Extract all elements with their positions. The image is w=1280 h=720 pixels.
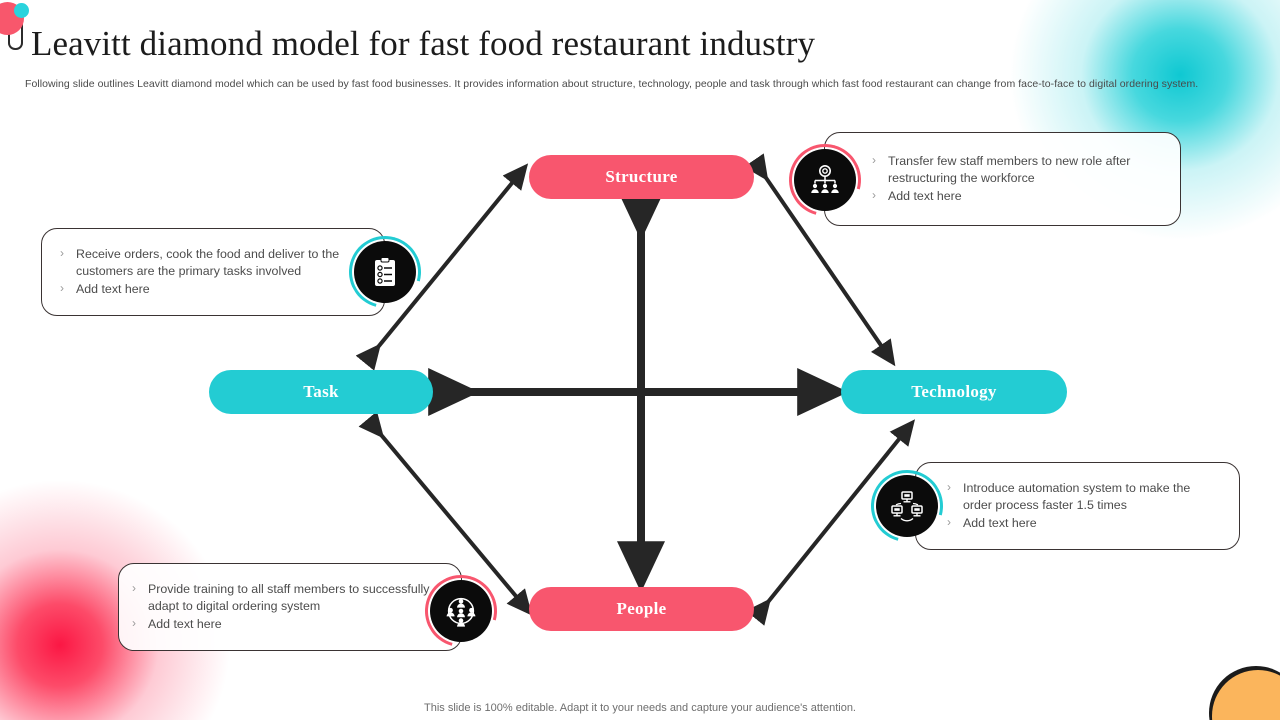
chevron-right-icon: › — [132, 581, 136, 596]
list-item: › Add text here — [132, 616, 442, 633]
computer-network-icon — [876, 475, 938, 537]
chevron-right-icon: › — [60, 281, 64, 296]
callout-text: Add text here — [148, 617, 222, 632]
chevron-right-icon: › — [872, 188, 876, 203]
node-structure[interactable]: Structure — [529, 155, 754, 199]
node-task[interactable]: Task — [209, 370, 433, 414]
chevron-right-icon: › — [60, 246, 64, 261]
list-item: › Introduce automation system to make th… — [947, 480, 1222, 513]
chevron-right-icon: › — [872, 153, 876, 168]
callout-text: Add text here — [963, 516, 1037, 531]
footer-note: This slide is 100% editable. Adapt it to… — [424, 702, 856, 714]
list-item: › Add text here — [872, 188, 1164, 205]
callout-text: Introduce automation system to make the … — [963, 481, 1191, 512]
callout-text: Transfer few staff members to new role a… — [888, 154, 1131, 185]
node-structure-label: Structure — [605, 167, 678, 186]
node-task-label: Task — [303, 382, 339, 401]
org-chart-icon — [794, 149, 856, 211]
team-circle-icon — [430, 580, 492, 642]
list-item: › Add text here — [60, 281, 370, 298]
list-item: › Provide training to all staff members … — [132, 581, 442, 614]
callout-text: Provide training to all staff members to… — [148, 582, 430, 613]
node-technology-label: Technology — [911, 382, 997, 401]
list-item: › Add text here — [947, 515, 1222, 532]
page-title: Leavitt diamond model for fast food rest… — [31, 24, 816, 63]
node-people-label: People — [616, 599, 667, 618]
chevron-right-icon: › — [947, 480, 951, 495]
task-callout[interactable]: › Receive orders, cook the food and deli… — [41, 228, 385, 316]
list-item: › Receive orders, cook the food and deli… — [60, 246, 370, 279]
clipboard-checklist-icon — [354, 241, 416, 303]
chevron-right-icon: › — [132, 616, 136, 631]
callout-text: Add text here — [888, 189, 962, 204]
structure-callout[interactable]: › Transfer few staff members to new role… — [824, 132, 1181, 226]
page-subtitle: Following slide outlines Leavitt diamond… — [25, 78, 1199, 90]
chevron-right-icon: › — [947, 515, 951, 530]
node-people[interactable]: People — [529, 587, 754, 631]
node-technology[interactable]: Technology — [841, 370, 1067, 414]
technology-callout[interactable]: › Introduce automation system to make th… — [915, 462, 1240, 550]
callout-text: Add text here — [76, 282, 150, 297]
callout-text: Receive orders, cook the food and delive… — [76, 247, 340, 278]
people-callout[interactable]: › Provide training to all staff members … — [118, 563, 462, 651]
list-item: › Transfer few staff members to new role… — [872, 153, 1164, 186]
